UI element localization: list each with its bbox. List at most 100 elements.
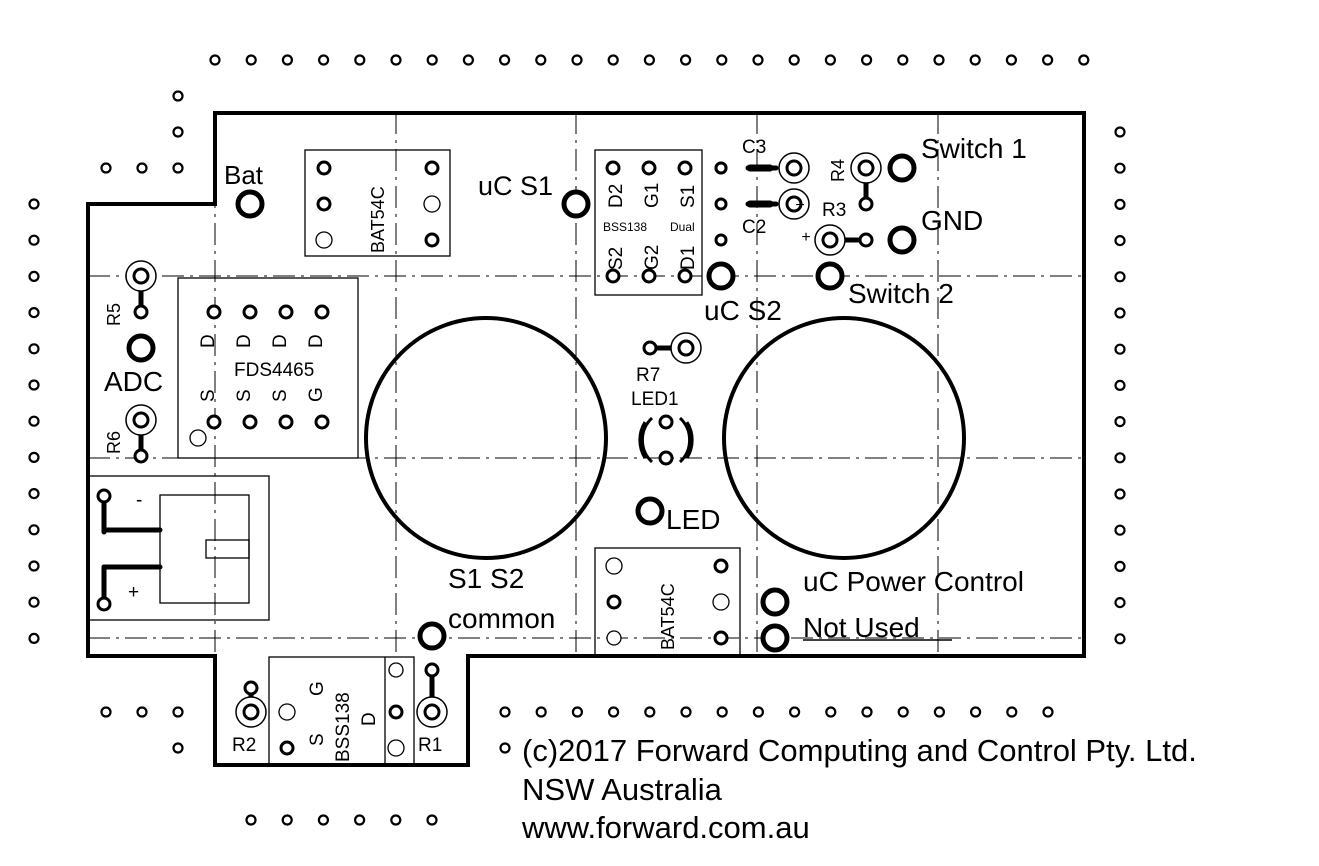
perforation-hole [28,343,40,355]
bss138-bottom-outline [268,656,415,766]
perforation-hole [860,54,873,66]
label-connector-plus: + [128,582,139,603]
perforation-hole [1114,126,1126,138]
perforation-hole [1114,633,1126,645]
perforation-hole [571,54,583,66]
perforation-hole [172,162,184,174]
perforation-hole [136,162,148,174]
perforation-hole [100,706,112,718]
label-r7: R7 [636,365,660,386]
perforation-hole [1114,596,1126,609]
perforation-hole [1005,54,1018,66]
fds4465-outline [177,277,359,459]
perforation-hole [100,162,112,174]
perforation-hole [1114,416,1126,428]
perforation-hole [824,54,837,66]
perforation-hole [281,814,293,826]
perforation-hole [28,524,40,536]
perforation-hole [861,706,873,718]
label-fds-s2: S [234,389,255,402]
small-pads [96,160,874,756]
label-switch2: Switch 2 [848,278,954,309]
perforation-hole [281,54,293,66]
perforation-hole [897,54,909,66]
label-d2: D2 [606,184,627,208]
label-s2: S2 [606,247,627,270]
label-adc: ADC [104,366,163,397]
label-led1: LED1 [631,389,679,410]
board-outline [86,111,1086,767]
perforation-hole [354,814,366,826]
perforation-hole [426,814,438,826]
label-gnd: GND [921,205,983,236]
perforation-hole [1114,452,1126,464]
perforation-hole [933,54,945,66]
mounting-hole-right [722,316,966,560]
perforation-hole [28,488,40,500]
svg-text:+: + [795,197,804,214]
label-c2: C2 [742,217,766,238]
perforation-hole [28,451,40,463]
label-s1: S1 [678,185,699,208]
perforation-hole [28,632,40,645]
perforation-hole [1114,271,1126,283]
perforation-hole [28,307,40,319]
label-bss138: BSS138 [333,692,354,762]
perforation-hole [28,560,40,572]
footer-location: NSW Australia [522,772,723,807]
label-d1: D1 [678,246,699,270]
label-bat54c-bottom: BAT54C [658,583,678,650]
perforation-hole [752,54,764,66]
label-g2: G2 [642,245,663,270]
perforation-hole [318,54,330,66]
perforation-hole [1042,706,1054,718]
label-dual: Dual [670,220,695,234]
perforation-hole [136,706,148,718]
label-bss-s: S [307,733,328,746]
connector-outline [87,475,270,621]
bss138-dual-outline [594,149,703,296]
label-common: common [448,603,555,634]
perforation-hole [716,54,728,66]
label-fds-s3: S [270,389,291,402]
label-connector-minus: - [136,490,142,511]
svg-text:+: + [801,229,810,246]
perforation-hole [209,54,221,66]
footer-copyright: (c)2017 Forward Computing and Control Pt… [522,733,1197,768]
label-bat: Bat [224,160,264,190]
led1-outline [638,416,694,464]
perforation-hole [1114,524,1126,536]
label-switch1: Switch 1 [921,133,1027,164]
capacitor-bars [746,164,774,208]
perforation-hole [571,706,584,718]
perforation-hole [535,54,547,66]
perforation-hole [426,54,438,66]
perforation-hole [679,54,692,66]
perforation-hole [1114,198,1126,210]
perforation-hole [1041,54,1054,66]
label-led: LED [666,504,720,535]
perforation-hole [172,90,184,102]
perforation-hole [1078,54,1090,66]
label-fds-g: G [306,387,327,402]
perforation-hole [1114,488,1126,500]
label-r6: R6 [104,431,124,454]
mounting-hole-left [364,316,608,560]
perforation-hole [462,54,474,66]
ring-pads [125,152,882,728]
perforation-hole [644,706,656,718]
perforation-hole [28,270,40,282]
label-bss-d: D [359,712,380,726]
label-c3: C3 [742,137,766,158]
label-fds-d1: D [198,334,219,348]
label-r4: R4 [828,159,848,182]
perforation-hole [499,742,511,754]
perforation-hole [1114,162,1126,174]
label-bss-g: G [307,681,328,696]
perforation-hole [716,706,728,718]
connector-key [205,539,250,559]
perforation-hole [535,706,547,718]
perforation-hole [1114,379,1126,391]
bat54c-top-outline [304,149,451,257]
